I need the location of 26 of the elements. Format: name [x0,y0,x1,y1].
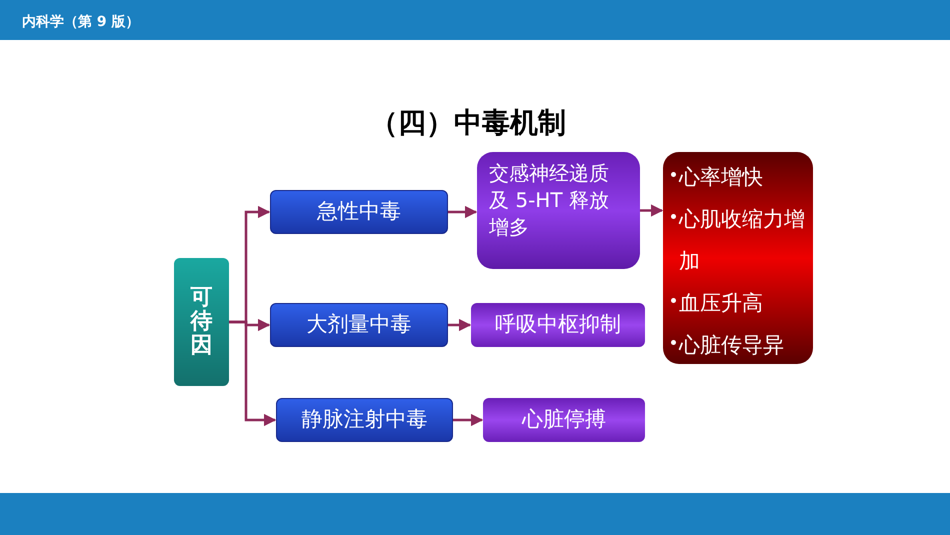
cause-box [270,190,448,234]
arrow [640,204,664,217]
cause-box [270,303,448,347]
symptom-text: 心脏传导异 [679,332,784,359]
node-text: 心脏停搏 [522,406,606,434]
symptom-text: 心肌收缩力增加 [679,206,805,275]
drug-box [174,258,229,386]
header-text: 内科学（第 9 版） [22,13,140,32]
arrow [453,414,484,426]
node-text: 呼吸中枢抑制 [495,311,621,338]
symptom-box [663,152,813,364]
cause-box [276,398,453,442]
node-text: 交感神经递质及 5-HT 释放增多 [489,161,609,239]
symptom-text: 血压升高 [679,290,763,317]
node-text: 大剂量中毒 [306,311,412,338]
symptom-text: 心率增快 [679,164,763,191]
arrow [229,320,276,426]
node-text: 可待因 [190,286,212,358]
node-text: 急性中毒 [317,198,401,226]
effect-box [483,398,645,442]
effect-box [477,152,640,269]
arrow [448,318,472,332]
title: （四）中毒机制 [370,105,566,141]
arrow [448,206,478,218]
node-text: 静脉注射中毒 [302,406,428,434]
effect-box [471,303,645,347]
